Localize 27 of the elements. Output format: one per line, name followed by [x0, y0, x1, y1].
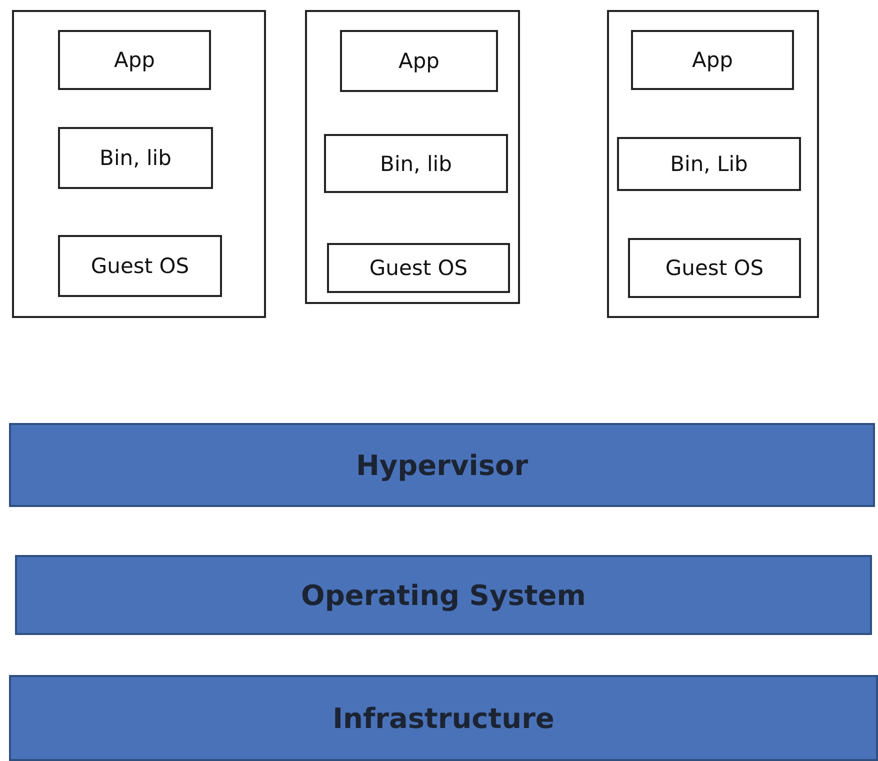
layer-box — [58, 30, 211, 90]
layer-box — [58, 235, 222, 297]
layer-box — [58, 127, 213, 189]
layer-band — [15, 555, 872, 635]
layer-label: Bin, lib — [100, 146, 172, 170]
layer-box — [631, 30, 794, 90]
layer-box — [340, 30, 498, 92]
layer-label: Hypervisor — [356, 448, 528, 482]
layer-band — [9, 675, 878, 761]
layer-label: Guest OS — [369, 256, 468, 280]
layer-box — [324, 134, 508, 193]
layer-box — [628, 238, 801, 298]
layer-label: Operating System — [301, 578, 586, 612]
layer-band — [9, 423, 875, 507]
layer-label: App — [114, 48, 156, 72]
layer-label: Bin, Lib — [670, 152, 748, 176]
container-box — [305, 10, 520, 304]
layer-label: Infrastructure — [332, 702, 554, 734]
container-box — [12, 10, 266, 318]
layer-label: App — [692, 48, 734, 72]
layer-box — [617, 137, 801, 191]
container-box — [607, 10, 819, 318]
layer-label: Guest OS — [665, 256, 764, 280]
layer-label: Guest OS — [90, 254, 190, 278]
layer-label: Bin, lib — [380, 152, 452, 176]
layer-box — [327, 243, 510, 293]
layer-label: App — [398, 49, 440, 73]
